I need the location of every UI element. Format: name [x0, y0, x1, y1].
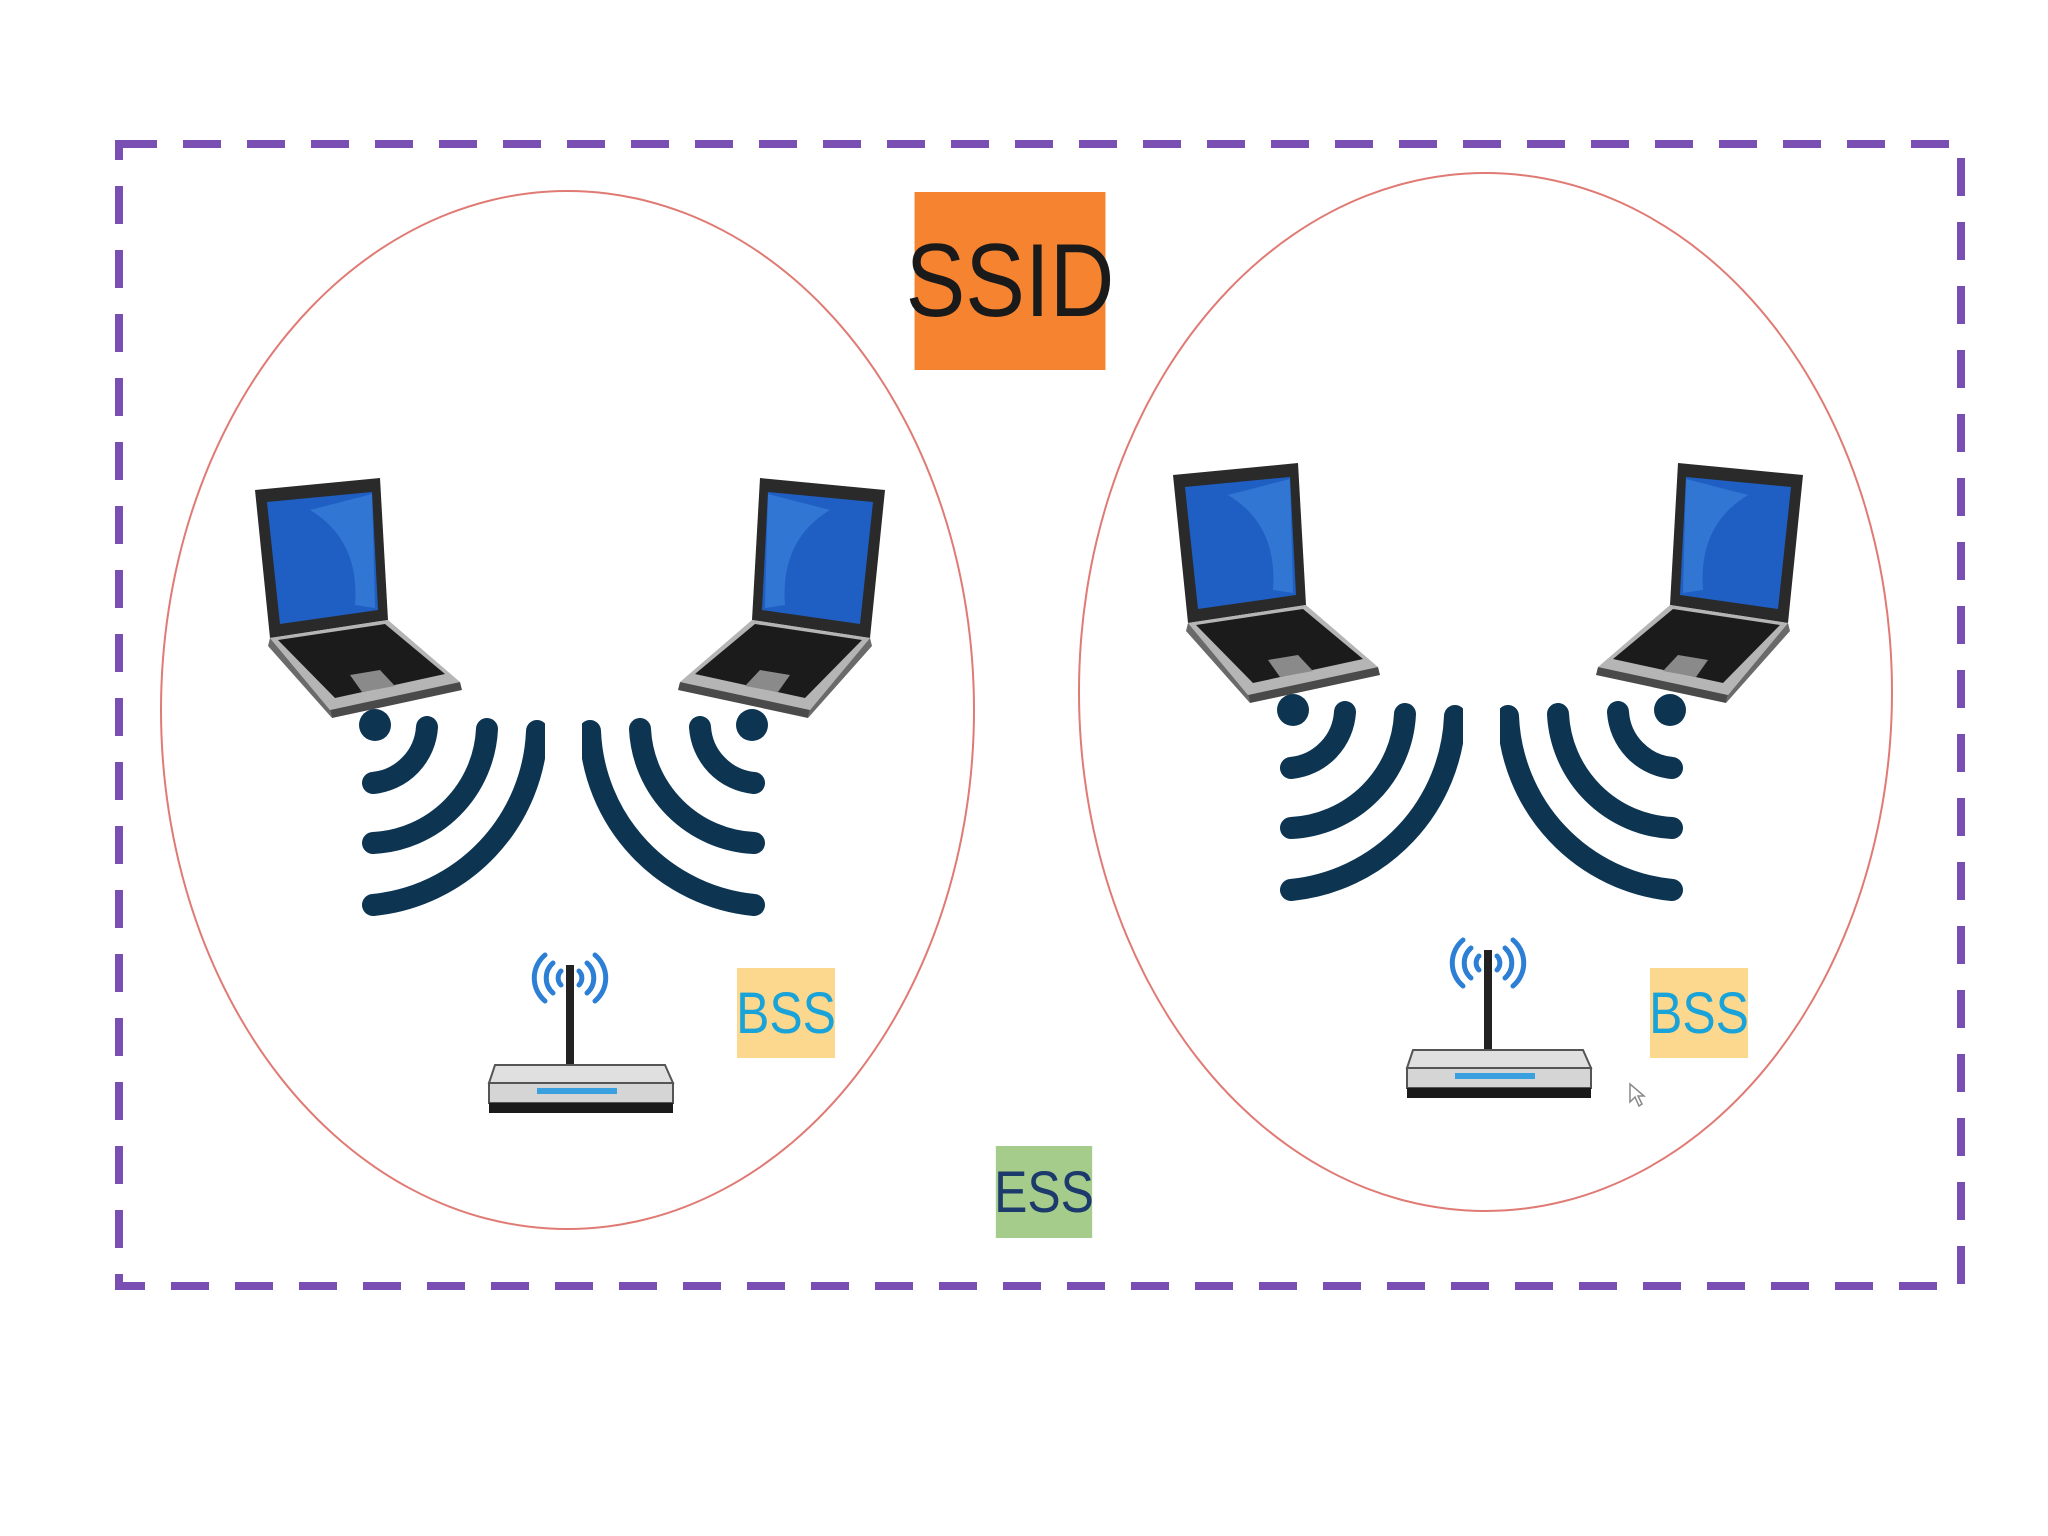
bss-area-left — [160, 190, 975, 1230]
laptop-icon — [1596, 463, 1803, 703]
laptop-icon — [255, 478, 462, 718]
ess-label: ESS — [994, 1146, 1094, 1238]
wifi-signal-icon — [1500, 694, 1686, 901]
bss-area-right — [1078, 172, 1893, 1212]
bss-label-left: BSS — [736, 968, 836, 1058]
ess-boundary — [115, 140, 1965, 1290]
bss-label-right: BSS — [1649, 968, 1749, 1058]
wifi-signal-icon — [1277, 694, 1463, 901]
wifi-signal-icon — [582, 709, 768, 916]
ssid-label: SSID — [906, 192, 1114, 370]
wifi-signal-icon — [359, 709, 545, 916]
mouse-cursor-icon — [1629, 1082, 1646, 1108]
laptop-icon — [1173, 463, 1380, 703]
wireless-router-icon — [1405, 937, 1593, 1098]
laptop-icon — [678, 478, 885, 718]
wireless-router-icon — [487, 952, 675, 1113]
